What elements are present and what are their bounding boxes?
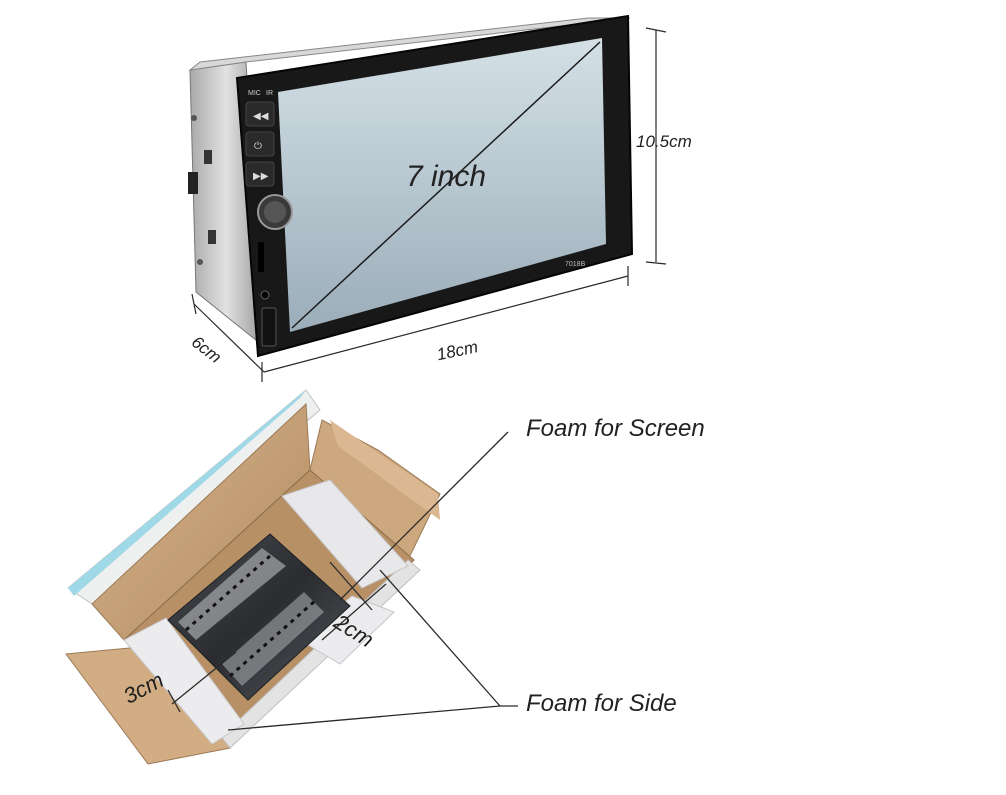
aux-port — [260, 290, 270, 300]
device-dimension-lines — [191, 27, 667, 382]
screen-size-label: 7 inch — [406, 160, 486, 193]
box-callout-lines — [167, 431, 518, 731]
button-panel — [245, 101, 275, 187]
bagged-unit — [167, 533, 351, 701]
next-track-icon[interactable]: ▶▶ — [253, 171, 269, 182]
foam-side-left — [123, 617, 245, 745]
sd-slot — [258, 242, 264, 272]
button-label-mic: MIC — [248, 90, 261, 97]
screen-diagonal-line — [291, 41, 601, 329]
model-number: 7018B — [565, 261, 586, 268]
foam-screen — [281, 479, 409, 589]
power-mode-icon[interactable]: ⏻ — [254, 141, 262, 152]
dim-label-height: 10.5cm — [636, 132, 692, 151]
car-stereo-unit: ◀◀ ⏻ ▶▶ MIC IR 7018B — [188, 14, 634, 358]
callout-foam-side: Foam for Side — [526, 690, 677, 717]
usb-port-icon[interactable] — [261, 307, 277, 347]
dim-label-depth: 6cm — [188, 332, 225, 367]
callout-foam-screen: Foam for Screen — [526, 415, 705, 442]
prev-track-icon[interactable]: ◀◀ — [253, 111, 269, 122]
button-label-ir: IR — [266, 90, 273, 97]
packaging-box — [65, 389, 441, 765]
dim-label-width: 18cm — [435, 337, 480, 364]
touch-screen — [278, 38, 606, 332]
